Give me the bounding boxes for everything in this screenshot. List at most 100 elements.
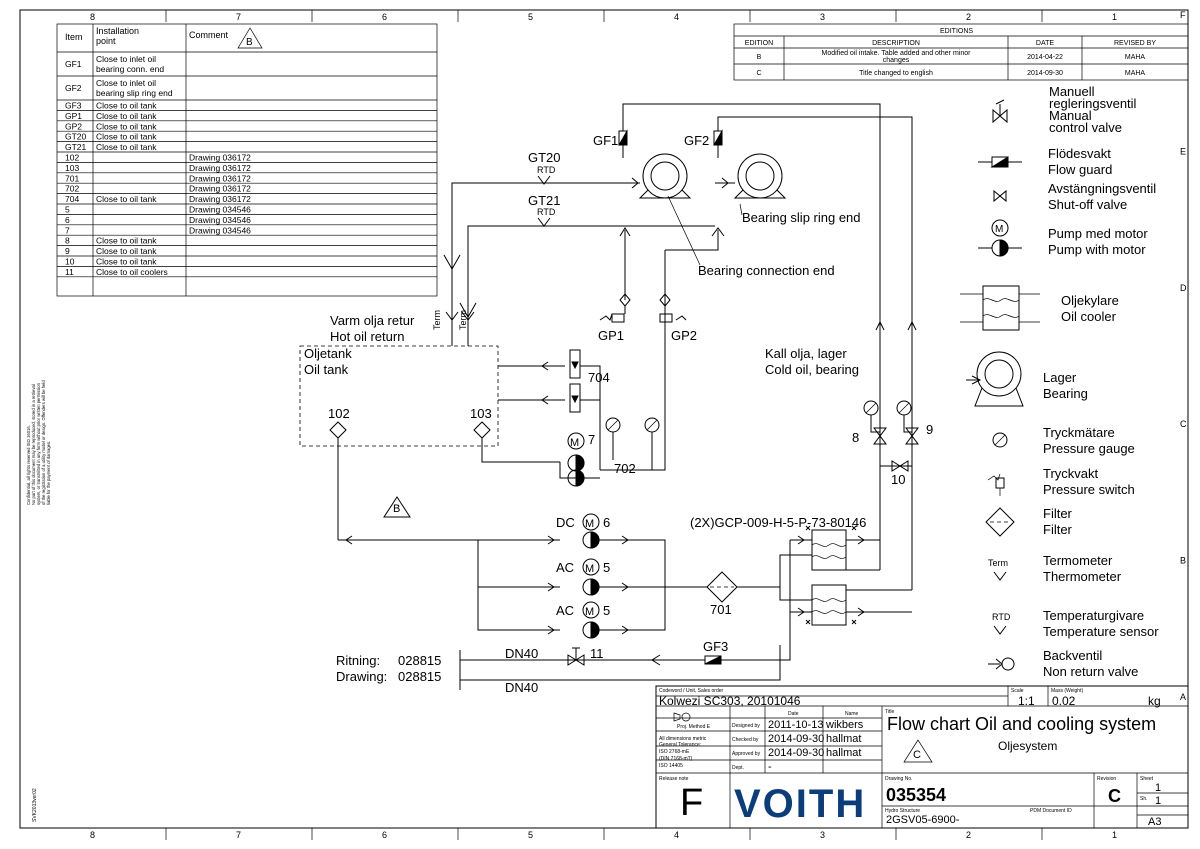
legend-label-en: Pressure gauge: [1043, 441, 1135, 456]
bearing-icon: [966, 351, 1024, 407]
cell-item: GP1: [65, 111, 82, 121]
gt20-rtd-tag: RTD: [537, 165, 556, 175]
border-col-label-bottom: 6: [382, 830, 387, 840]
oil-cooler-1: [811, 529, 847, 571]
legend-label-sv: Oljekylare: [1061, 293, 1119, 308]
border-col-label-top: 3: [820, 12, 825, 22]
legend-label-sv: Manuell: [1049, 84, 1095, 99]
rtd-tag: RTD: [992, 612, 1011, 622]
cell-item: GP2: [65, 121, 82, 131]
cell-installation: Close to oil coolers: [96, 267, 168, 277]
cell-item: 704: [65, 194, 79, 204]
table-row: GF3 Close to oil tank: [65, 101, 157, 111]
drawing-title: Flow chart Oil and cooling system: [887, 714, 1156, 734]
hot-oil-label-sv: Varm olja retur: [330, 313, 415, 328]
gt21-rtd-tag: RTD: [537, 207, 556, 217]
legend-label-en: Bearing: [1043, 386, 1088, 401]
sheet-count-value: 1: [1155, 795, 1161, 807]
checked-date: 2014-09-30: [768, 733, 824, 745]
note-line-3: system, or transmitted in any form witho…: [36, 382, 41, 505]
cell-item: GF2: [65, 83, 82, 93]
border-col-label-top: 6: [382, 12, 387, 22]
cell-item: GF3: [65, 101, 82, 111]
checked-name: hallmat: [826, 733, 861, 745]
gp2-label: GP2: [671, 328, 697, 343]
valve-10-label: 10: [891, 472, 905, 487]
sheet-value: 1: [1155, 782, 1161, 794]
cell-item: GF1: [65, 59, 82, 69]
border-col-label-top: 7: [236, 12, 241, 22]
legend-label-en: Thermometer: [1043, 569, 1122, 584]
pump-ac-5a: M: [582, 558, 600, 596]
legend-label-en: control valve: [1049, 120, 1122, 135]
ritning-label: Ritning:: [336, 653, 380, 668]
editions-header: DESCRIPTION: [872, 40, 920, 47]
cell-installation: Close to oil tank: [96, 194, 157, 204]
valve-11-label: 11: [590, 646, 604, 661]
legend-label-sv: Filter: [1043, 506, 1073, 521]
bearing-connection-end: [638, 153, 692, 199]
title-block: Codeword / Unit, Sales order Kolwezi SC3…: [655, 685, 1189, 829]
title-rev-mark: C: [913, 749, 921, 761]
cold-oil-label-sv: Kall olja, lager: [765, 346, 847, 361]
name-col-label: Name: [845, 711, 859, 717]
tolerance-note: General Tolerance:: [659, 742, 701, 748]
svg-text:M: M: [585, 606, 594, 618]
cell-installation: Close to oil tank: [96, 101, 157, 111]
border-row-label: D: [1180, 283, 1187, 293]
editions-header: REVISED BY: [1114, 40, 1156, 47]
cell-installation: Close to oil tank: [96, 132, 157, 142]
legend-label-en: Flow guard: [1048, 162, 1112, 177]
legend-label-sv: Pump med motor: [1048, 226, 1148, 241]
revision-label: Revision: [1097, 776, 1116, 782]
legend-label-en: Filter: [1043, 522, 1073, 537]
border-row-label: A: [1180, 692, 1186, 702]
cell-item: 702: [65, 184, 79, 194]
dn40-label-2: DN40: [505, 680, 538, 695]
cell-installation: Close to inlet oil: [96, 78, 156, 88]
hot-oil-label-en: Hot oil return: [330, 329, 404, 344]
dc-pump-label: DC: [556, 515, 575, 530]
valve-702-label: 702: [614, 461, 636, 476]
note-line-5: liable for the payment of damages.: [46, 441, 51, 505]
filter-icon: [985, 507, 1015, 537]
temperature-sensor-icon: RTD: [992, 612, 1011, 635]
thermometer-tag: Term: [988, 558, 1008, 568]
manual-control-valve-icon: [992, 99, 1008, 124]
gp2-pressure-switch: [659, 313, 673, 323]
border-col-label-bottom: 4: [674, 830, 679, 840]
border-col-label-top: 5: [528, 12, 533, 22]
table-rev-mark: B: [246, 37, 253, 48]
svg-text:M: M: [585, 518, 594, 530]
drawing-number-label: Drawing No.: [885, 776, 913, 782]
mass-label: Mass (Weight): [1051, 688, 1083, 694]
oil-cooler-2: [811, 584, 847, 626]
border-row-label: E: [1180, 147, 1186, 157]
valve-8-label: 8: [852, 430, 859, 445]
revision-value: C: [1108, 786, 1121, 806]
sheet-count-label: Sh.: [1140, 796, 1148, 802]
projection-symbol-icon: [681, 712, 691, 722]
cell-item: 10: [65, 257, 75, 267]
legend-label-sv: Backventil: [1043, 648, 1102, 663]
pdm-id-label: PDM Document ID: [1030, 808, 1072, 814]
pump-5-label-1: 5: [603, 560, 610, 575]
mass-value: 0.02: [1052, 694, 1076, 708]
approved-name: hallmat: [826, 747, 861, 759]
flow-guard-icon: [978, 156, 1022, 168]
cold-oil-label-en: Cold oil, bearing: [765, 362, 859, 377]
gt20-label: GT20: [528, 150, 561, 165]
